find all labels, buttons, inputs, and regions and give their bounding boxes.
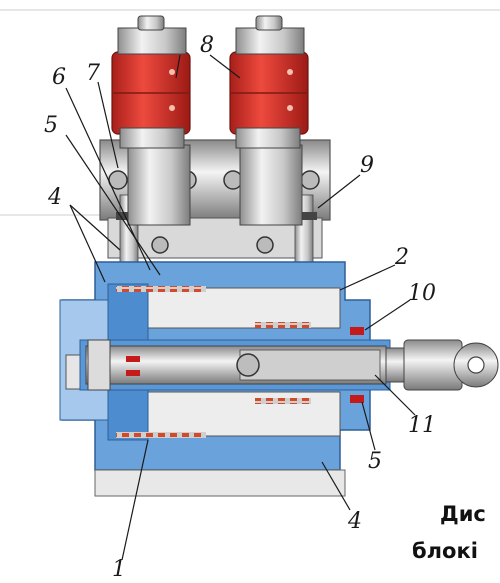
callout-4-bottom: 4: [347, 509, 362, 534]
caption-line-2: блокі: [412, 539, 478, 563]
caption-line-1: Дис: [440, 502, 486, 526]
callout-2: 2: [394, 245, 409, 270]
solenoid-right: [229, 15, 309, 226]
callout-labels: 8 7 6 5 4 9 2 10 11 5 4 1 4: [44, 33, 436, 582]
callout-7: 7: [86, 61, 100, 86]
rod-eye-fitting: [385, 339, 499, 391]
cylinder-body: [59, 261, 391, 497]
callout-5-top: 5: [44, 113, 58, 138]
frame-lines: [0, 9, 500, 216]
callout-9: 9: [360, 153, 374, 178]
callout-5-bottom: 5: [368, 449, 382, 474]
callout-4-top: 4: [47, 185, 62, 210]
callout-leaders: [65, 54, 416, 561]
diagram-caption: Дис блокі: [412, 502, 486, 563]
callout-1: 1: [112, 557, 126, 582]
callout-8: 8: [200, 33, 214, 58]
callout-10: 10: [408, 281, 436, 306]
callout-6: 6: [52, 65, 66, 90]
callout-11: 11: [408, 413, 436, 438]
solenoid-left: [111, 15, 191, 226]
